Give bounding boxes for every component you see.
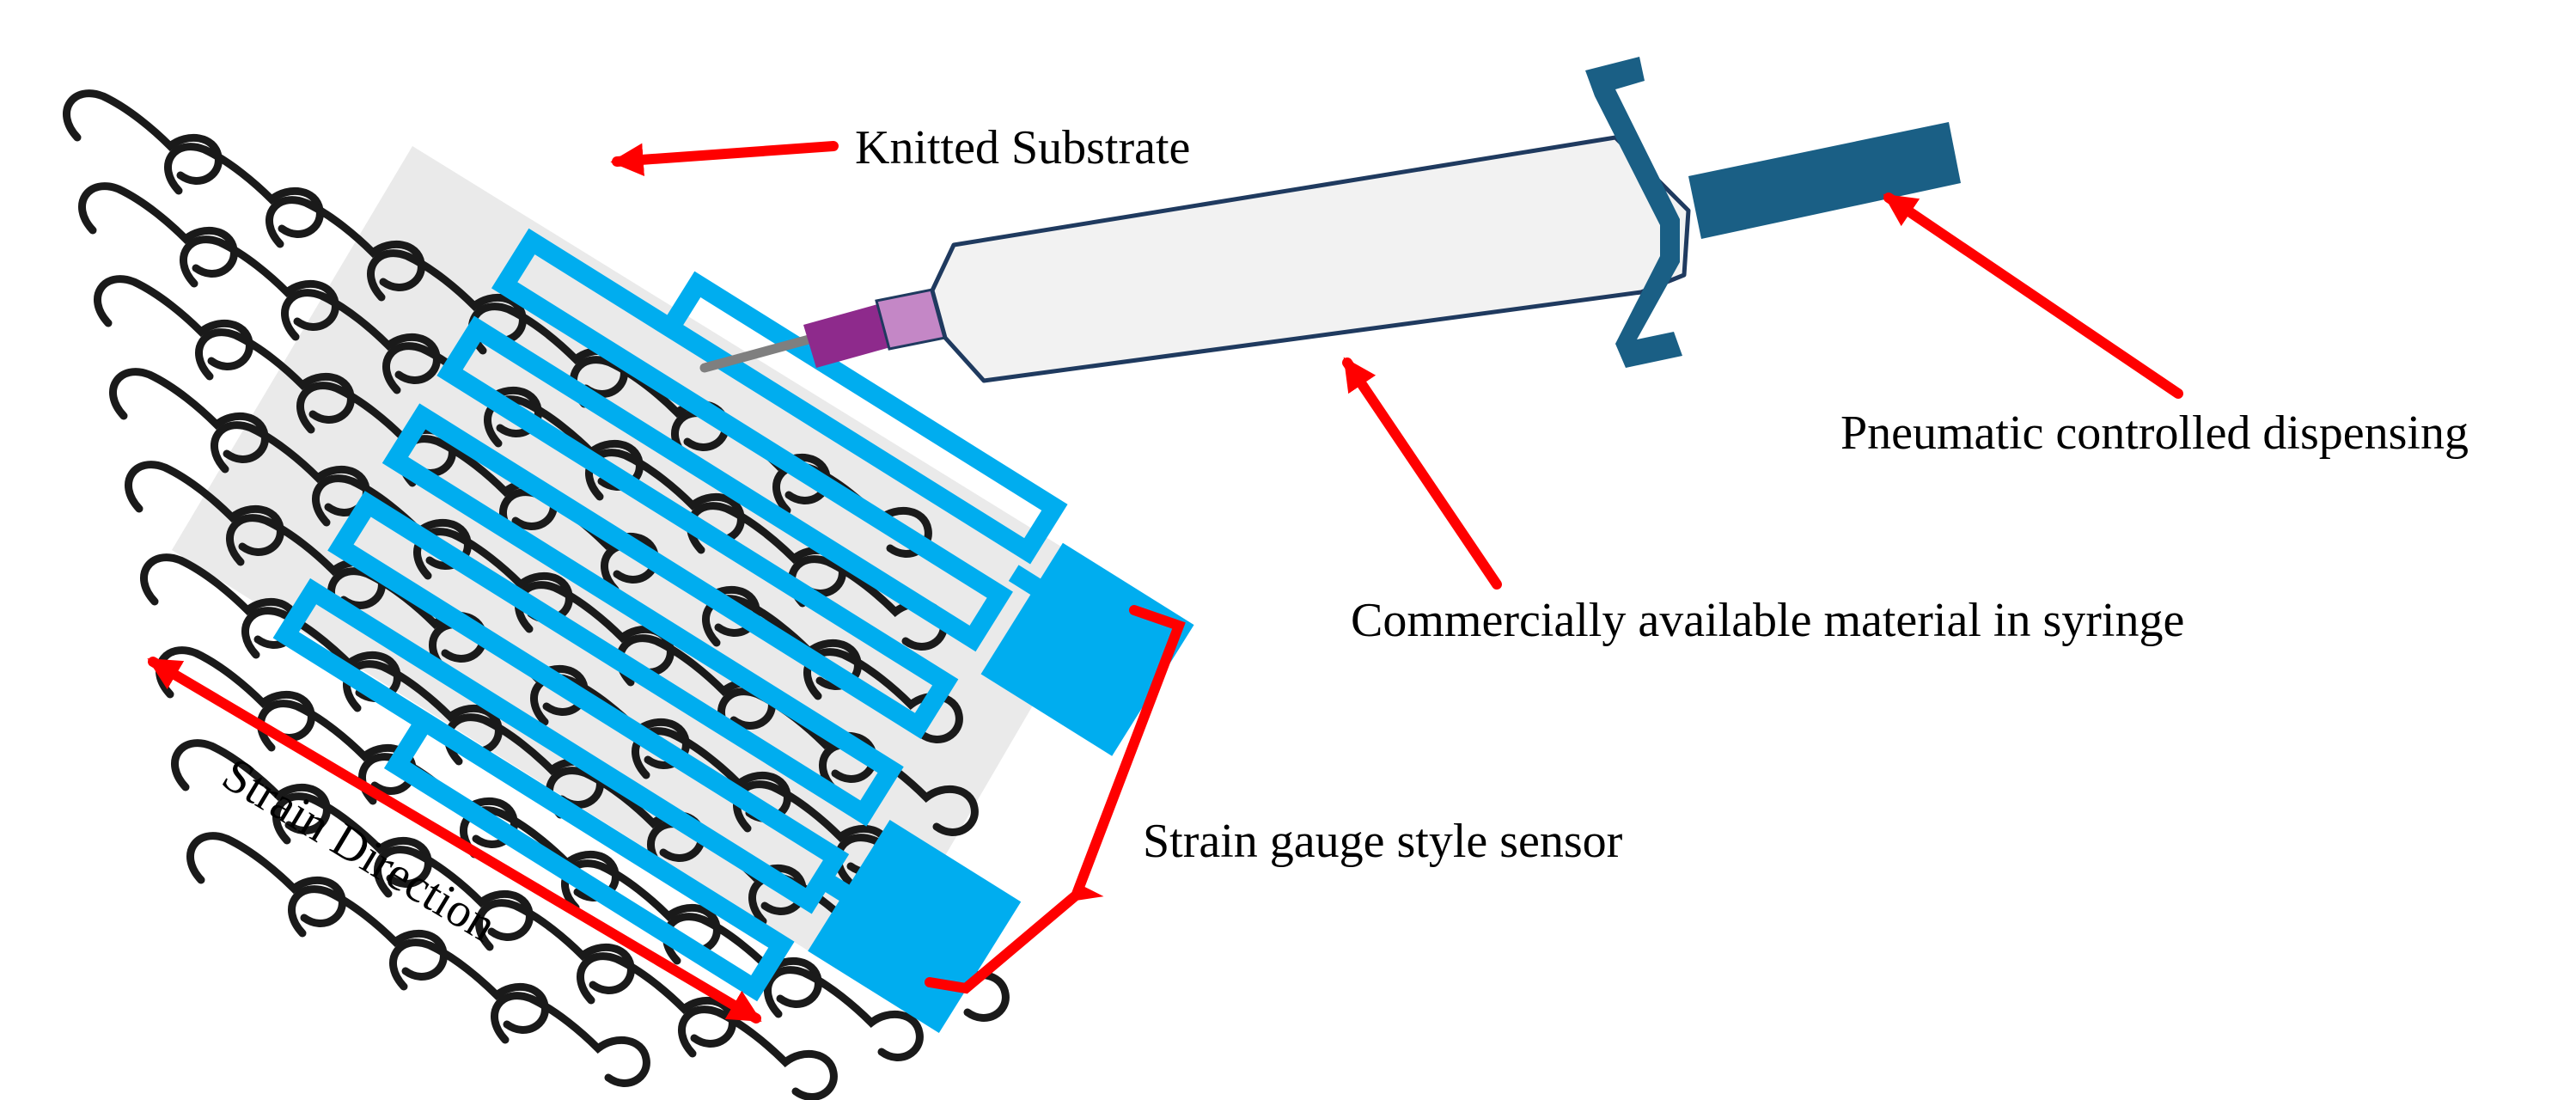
yarn-loop (195, 328, 355, 424)
arrow-pneumatic (1883, 192, 2183, 399)
bracket-sensor (925, 605, 1186, 994)
arrow-material (1342, 357, 1502, 590)
yarn-loop (109, 368, 269, 463)
yarn-loop (764, 966, 924, 1061)
callout-arrows (147, 141, 2183, 1024)
yarn-loop (491, 992, 650, 1087)
label-knitted-substrate: Knitted Substrate (855, 121, 1190, 174)
label-material: Commercially available material in syrin… (1351, 594, 2184, 647)
needle-hub (803, 303, 894, 368)
needle (699, 333, 817, 373)
label-pneumatic: Pneumatic controlled dispensing (1840, 406, 2469, 460)
yarn-loop (687, 502, 846, 597)
meander-trace (272, 228, 1068, 1002)
yarn-loop (570, 356, 729, 451)
yarn-loop (475, 899, 635, 994)
arrow-strain-direction (147, 657, 762, 1024)
yarn-loop (94, 275, 253, 370)
yarn-loop (125, 461, 284, 556)
substrate-sheet (172, 146, 1108, 988)
yarn-loop (788, 555, 948, 651)
finger-flange (1585, 57, 1682, 368)
yarn-loop (266, 196, 425, 291)
yarn-loop (164, 143, 324, 238)
yarn-loop (367, 249, 527, 345)
yarn-loop (180, 235, 339, 331)
arrow-knitted-substrate (610, 141, 839, 176)
contact-pad-bottom (808, 820, 1022, 1034)
yarn-loop (389, 938, 549, 1034)
plunger-rod (1688, 122, 1961, 239)
yarn-loop (819, 741, 979, 836)
yarn-loop (63, 89, 223, 185)
yarn-loop (156, 646, 315, 742)
yarn-loop (226, 514, 386, 609)
syringe-icon (699, 57, 1961, 383)
label-sensor: Strain gauge style sensor (1143, 815, 1623, 868)
yarn-loop (281, 289, 441, 384)
yarn-loop (78, 182, 238, 278)
pad-lead-top (1008, 565, 1045, 597)
yarn-loop (468, 302, 628, 398)
strain-gauge-icon (272, 228, 1194, 1034)
pad-lead-bottom (817, 871, 853, 903)
syringe-barrel (930, 135, 1691, 383)
